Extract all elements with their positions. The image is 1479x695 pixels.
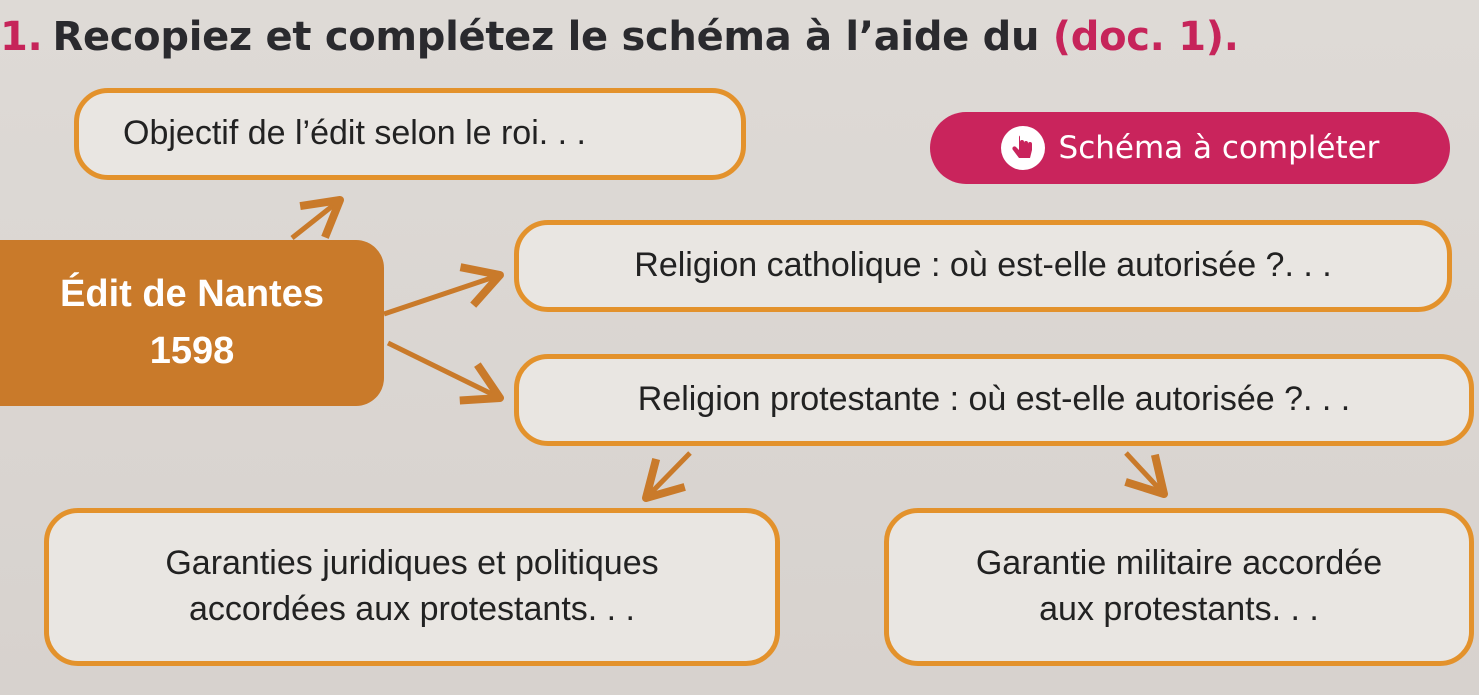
military-guarantee-box: Garantie militaire accordée aux protesta… (884, 508, 1474, 666)
hand-pointer-icon (1000, 126, 1045, 170)
question-text: Recopiez et complétez le schéma à l’aide… (52, 14, 1040, 60)
question-number: 1. (0, 14, 43, 60)
arrow-to-legal (642, 451, 692, 502)
catholic-text: Religion catholique : où est-elle autori… (634, 246, 1332, 285)
edit-year: 1598 (149, 330, 235, 372)
question-title: 1.Recopiez et complétez le schéma à l’ai… (0, 0, 1239, 74)
protestant-religion-box: Religion protestante : où est-elle autor… (514, 354, 1474, 446)
arrow-to-catholic (383, 263, 504, 317)
complete-schema-badge: Schéma à compléter (930, 112, 1450, 184)
objective-text: Objectif de l’édit selon le roi. . . (123, 114, 587, 153)
objective-box: Objectif de l’édit selon le roi. . . (74, 88, 746, 180)
legal-line-1: Garanties juridiques et politiques (165, 544, 659, 583)
catholic-religion-box: Religion catholique : où est-elle autori… (514, 220, 1452, 312)
protestant-text: Religion protestante : où est-elle autor… (637, 380, 1351, 419)
military-line-2: aux protestants. . . (1039, 590, 1319, 628)
edit-title: Édit de Nantes (60, 273, 324, 315)
legal-line-2: accordées aux protestants. . . (188, 590, 636, 628)
document-reference: (doc. 1). (1052, 14, 1239, 60)
legal-guarantees-box: Garanties juridiques et politiques accor… (44, 508, 780, 666)
edit-de-nantes-box: Édit de Nantes 1598 (0, 240, 384, 406)
military-line-1: Garantie militaire accordée (975, 544, 1383, 583)
badge-label: Schéma à compléter (1058, 130, 1380, 166)
arrow-to-military (1124, 451, 1168, 498)
arrow-to-protestant (386, 340, 504, 405)
arrow-to-objective (290, 196, 344, 240)
